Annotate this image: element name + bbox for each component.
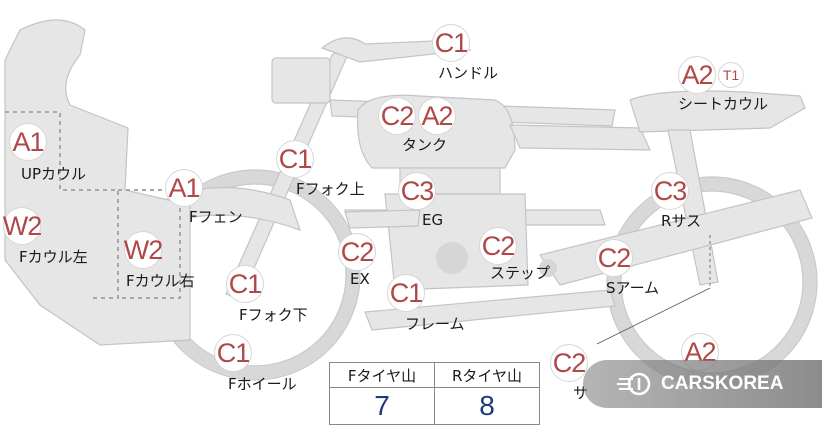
marker-c2-step[interactable]: C2 xyxy=(479,227,517,265)
label-swing-arm: Sアーム xyxy=(606,279,660,297)
marker-c2-ex[interactable]: C2 xyxy=(338,233,376,271)
label-front-wheel: Fホイール xyxy=(228,375,297,393)
label-front-cowl-right: Fカウル右 xyxy=(126,272,195,290)
marker-c2-sarm[interactable]: C2 xyxy=(595,239,633,277)
marker-w2-cowl-right[interactable]: W2 xyxy=(124,231,163,269)
label-fork-lower: Fフォク下 xyxy=(239,306,308,324)
cowl-divider-lines xyxy=(5,111,181,299)
marker-c1-handle[interactable]: C1 xyxy=(432,24,470,62)
marker-c1-frame[interactable]: C1 xyxy=(387,274,425,312)
marker-w2-cowl-left[interactable]: W2 xyxy=(3,207,42,245)
label-tank: タンク xyxy=(402,136,448,154)
code-badge: W2 xyxy=(124,231,163,269)
code-badge: C2 xyxy=(378,97,416,135)
code-badge: A1 xyxy=(165,169,203,207)
rear-tread-header: Rタイヤ山 xyxy=(434,362,540,388)
code-badge: C2 xyxy=(550,344,588,382)
code-badge: C1 xyxy=(214,334,252,372)
code-badge: A2 xyxy=(418,97,456,135)
marker-c1-fork-upper[interactable]: C1 xyxy=(276,140,314,178)
marker-a2-seat[interactable]: A2 T1 xyxy=(678,56,744,94)
code-badge: C2 xyxy=(479,227,517,265)
code-badge: C2 xyxy=(595,239,633,277)
marker-c3-eg[interactable]: C3 xyxy=(398,172,436,210)
label-up-cowl: UPカウル xyxy=(21,165,87,183)
code-badge: W2 xyxy=(3,207,42,245)
engine-block xyxy=(384,193,529,291)
carskorea-watermark: CARSKOREA xyxy=(583,360,822,408)
marker-c2-rear[interactable]: C2 xyxy=(550,344,588,382)
frame-lower xyxy=(364,289,616,331)
marker-c2-tank[interactable]: C2 xyxy=(378,97,416,135)
front-tread-value: 7 xyxy=(329,387,435,425)
code-badge: C1 xyxy=(432,24,470,62)
seat xyxy=(509,124,651,151)
watermark-text: CARSKOREA xyxy=(661,373,784,394)
marker-a1-ffender[interactable]: A1 xyxy=(165,169,203,207)
code-badge: C1 xyxy=(276,140,314,178)
marker-c1-fork-lower[interactable]: C1 xyxy=(226,265,264,303)
code-badge: C1 xyxy=(226,265,264,303)
rear-tread-value: 8 xyxy=(434,387,540,425)
headlight xyxy=(271,57,331,104)
label-seat-cowl: シートカウル xyxy=(678,95,769,113)
marker-c3-rsus[interactable]: C3 xyxy=(651,172,689,210)
label-exhaust: EX xyxy=(350,270,370,288)
code-badge: C3 xyxy=(651,172,689,210)
label-handle: ハンドル xyxy=(438,64,499,82)
marker-a1-upcowl[interactable]: A1 xyxy=(9,123,47,161)
code-badge: C1 xyxy=(387,274,425,312)
marker-c1-fwheel[interactable]: C1 xyxy=(214,334,252,372)
exhaust-header xyxy=(344,209,421,229)
label-eg: EG xyxy=(422,211,444,229)
front-tread-header: Fタイヤ山 xyxy=(329,362,435,388)
marker-a2-tank[interactable]: A2 xyxy=(418,97,456,135)
code-badge: C3 xyxy=(398,172,436,210)
sub-code-badge: T1 xyxy=(718,62,744,88)
label-frame: フレーム xyxy=(405,315,465,333)
carskorea-logo-icon xyxy=(617,372,651,396)
label-fork-upper: Fフォク上 xyxy=(296,180,365,198)
label-front-cowl-left: Fカウル左 xyxy=(19,248,88,266)
label-front-fender: Fフェン xyxy=(189,208,243,226)
leader-line xyxy=(596,287,711,345)
label-step: ステップ xyxy=(490,264,551,282)
tyre-tread-table: Fタイヤ山 Rタイヤ山 7 8 xyxy=(329,362,540,425)
label-rear-suspension: Rサス xyxy=(661,212,702,230)
code-badge: A1 xyxy=(9,123,47,161)
code-badge: C2 xyxy=(338,233,376,271)
code-badge: A2 xyxy=(678,56,716,94)
